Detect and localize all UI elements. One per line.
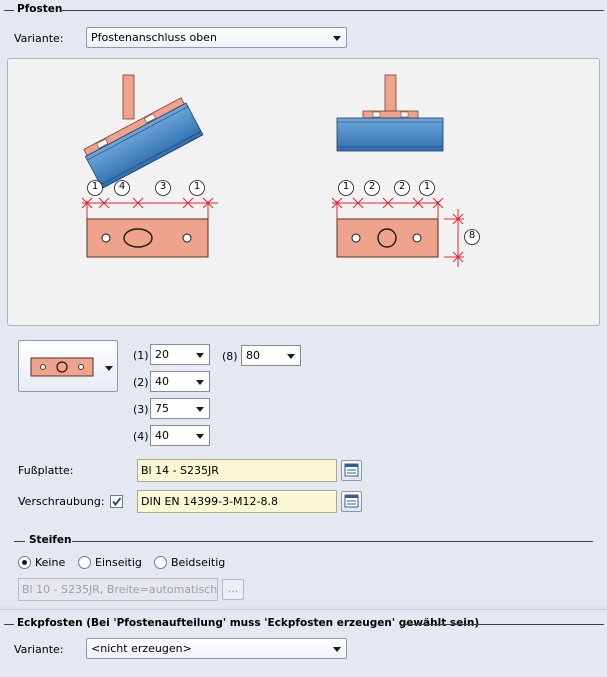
- dim-label-3: (3): [133, 403, 149, 416]
- dim-1-select[interactable]: 20: [150, 344, 210, 365]
- steifen-line-left: [14, 541, 25, 542]
- left-mark-4: 1: [193, 181, 201, 192]
- dim-3-value: 75: [155, 402, 169, 415]
- variant-select[interactable]: Pfostenanschluss oben: [86, 27, 347, 48]
- verschraubung-browse-button[interactable]: [341, 491, 362, 512]
- steifen-radio-beidseitig[interactable]: [154, 556, 167, 569]
- steifen-header: Steifen: [29, 534, 72, 546]
- check-icon: [112, 497, 122, 506]
- plate-thumbnail-icon: [30, 357, 113, 377]
- header-line-right: [60, 10, 604, 11]
- dim-2-select[interactable]: 40: [150, 371, 210, 392]
- preview-canvas: 1 4 3 1 1 2 2 1 8: [7, 58, 600, 326]
- plate-type-button[interactable]: [18, 340, 118, 392]
- dim-label-2: (2): [133, 376, 149, 389]
- right-mark-2: 2: [368, 181, 376, 192]
- eck-line-right: [404, 624, 604, 625]
- header-line-left: [4, 10, 14, 11]
- left-mark-1: 1: [91, 181, 99, 192]
- eck-variant-label: Variante:: [14, 643, 64, 656]
- verschraubung-label: Verschraubung:: [18, 495, 105, 508]
- steifen-field: Bl 10 - S235JR, Breite=automatisch: [18, 578, 218, 601]
- dim-8-value: 80: [246, 349, 260, 362]
- dim-8-select[interactable]: 80: [241, 345, 301, 366]
- dim-label-8: (8): [222, 350, 238, 363]
- steifen-radio-keine[interactable]: [18, 556, 31, 569]
- right-mark-3: 2: [398, 181, 406, 192]
- steifen-label-einseitig: Einseitig: [95, 556, 142, 569]
- chevron-down-icon: [333, 647, 341, 652]
- dim-4-value: 40: [155, 429, 169, 442]
- left-mark-2: 4: [118, 181, 126, 192]
- steifen-ellipsis-button: ...: [222, 579, 244, 600]
- right-plate-drawing: [331, 180, 480, 267]
- steifen-label-keine: Keine: [35, 556, 66, 569]
- catalog-icon: [344, 463, 359, 477]
- left-plate-drawing: [81, 180, 218, 258]
- eck-line-left: [4, 624, 14, 625]
- eck-variant-value: <nicht erzeugen>: [91, 642, 192, 655]
- catalog-icon: [344, 494, 359, 508]
- verschraubung-field[interactable]: DIN EN 14399-3-M12-8.8: [137, 490, 337, 513]
- steifen-label-beidseitig: Beidseitig: [171, 556, 226, 569]
- height-mark: 8: [468, 230, 476, 241]
- chevron-down-icon: [196, 353, 204, 358]
- connection-drawing: [81, 74, 480, 267]
- steifen-line-right: [72, 541, 593, 542]
- chevron-down-icon: [196, 407, 204, 412]
- dim-2-value: 40: [155, 375, 169, 388]
- eck-variant-select[interactable]: <nicht erzeugen>: [86, 638, 347, 659]
- right-post-drawing: [336, 74, 444, 152]
- fussplatte-label: Fußplatte:: [18, 464, 74, 477]
- steifen-radio-einseitig[interactable]: [78, 556, 91, 569]
- dim-label-1: (1): [133, 349, 149, 362]
- dim-label-4: (4): [133, 430, 149, 443]
- verschraubung-checkbox[interactable]: [110, 495, 123, 508]
- fussplatte-field[interactable]: Bl 14 - S235JR: [137, 459, 337, 482]
- chevron-down-icon: [287, 354, 295, 359]
- pfosten-header: Pfosten: [17, 3, 63, 15]
- right-mark-1: 1: [342, 181, 350, 192]
- left-post-drawing: [83, 74, 204, 189]
- chevron-down-icon: [196, 380, 204, 385]
- chevron-down-icon: [333, 36, 341, 41]
- eckpfosten-header: Eckpfosten (Bei 'Pfostenaufteilung' muss…: [17, 617, 480, 629]
- dim-4-select[interactable]: 40: [150, 425, 210, 446]
- left-mark-3: 3: [159, 181, 167, 192]
- chevron-down-icon: [196, 434, 204, 439]
- dim-1-value: 20: [155, 348, 169, 361]
- fussplatte-browse-button[interactable]: [341, 460, 362, 481]
- dim-3-select[interactable]: 75: [150, 398, 210, 419]
- right-mark-4: 1: [423, 181, 431, 192]
- variant-select-value: Pfostenanschluss oben: [91, 31, 217, 44]
- variant-label: Variante:: [14, 32, 64, 45]
